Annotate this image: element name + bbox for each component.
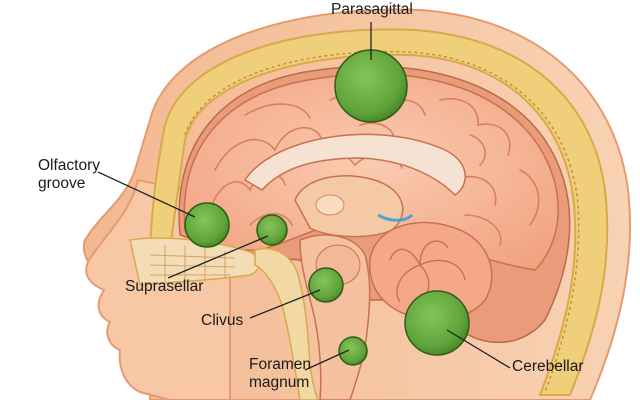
skull — [148, 28, 609, 396]
label-olfactory-line-2: groove — [38, 175, 86, 192]
leader-suprasellar — [167, 235, 269, 279]
label-clivus: Clivus — [201, 312, 244, 329]
leader-cerebellar — [446, 329, 511, 369]
label-foramen-line-1: Foramen — [249, 356, 312, 373]
label-parasagittal: Parasagittal — [331, 1, 413, 18]
label-olfactory-line-1: Olfactory — [38, 157, 101, 174]
leader-foramen — [304, 349, 350, 371]
leader-lines — [97, 22, 511, 371]
label-cerebellar: Cerebellar — [512, 358, 584, 375]
label-foramen-magnum: Foramen magnum — [249, 356, 311, 392]
foramen-magnum-tumor — [338, 336, 368, 366]
olfactory-groove-tumor — [184, 202, 230, 248]
leader-clivus — [249, 289, 321, 319]
cerebellar-tumor — [404, 290, 470, 356]
leader-olfactory — [97, 171, 196, 218]
parasagittal-tumor — [334, 49, 408, 123]
label-foramen-line-2: magnum — [249, 374, 310, 391]
clivus-tumor — [308, 267, 344, 303]
thalamus — [294, 175, 404, 238]
corpus-callosum — [243, 133, 466, 196]
suprasellar-tumor — [256, 214, 288, 246]
label-olfactory-groove: Olfactory groove — [38, 157, 100, 193]
tumors — [184, 49, 470, 366]
skull-base — [254, 248, 319, 400]
label-suprasellar: Suprasellar — [125, 278, 204, 295]
cerebellum — [369, 221, 493, 320]
